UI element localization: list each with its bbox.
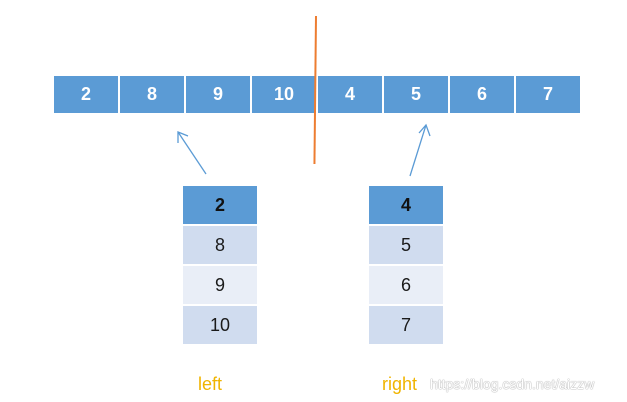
right-label: right [382,374,418,394]
right-pointer-arrow [409,123,431,177]
array-cell: 6 [450,76,514,113]
watermark-text: https://blog.csdn.net/aizzw [430,376,595,392]
right-column-cell: 5 [369,226,443,264]
array-cell: 7 [516,76,580,113]
array-cell: 8 [120,76,184,113]
left-column-cell: 10 [183,306,257,344]
array-cell: 9 [186,76,250,113]
array-cell: 5 [384,76,448,113]
array-cell: 4 [318,76,382,113]
left-column-head: 2 [183,186,257,224]
left-pointer-arrow [177,131,207,175]
left-column-cell: 8 [183,226,257,264]
array-cell: 10 [252,76,316,113]
left-column: 2 8 9 10 [183,186,257,346]
right-column-cell: 7 [369,306,443,344]
merged-array: 2 8 9 10 4 5 6 7 [54,76,580,113]
right-column-cell: 6 [369,266,443,304]
right-column-head: 4 [369,186,443,224]
right-column: 4 5 6 7 [369,186,443,346]
array-cell: 2 [54,76,118,113]
left-label: left [198,374,223,394]
left-column-cell: 9 [183,266,257,304]
